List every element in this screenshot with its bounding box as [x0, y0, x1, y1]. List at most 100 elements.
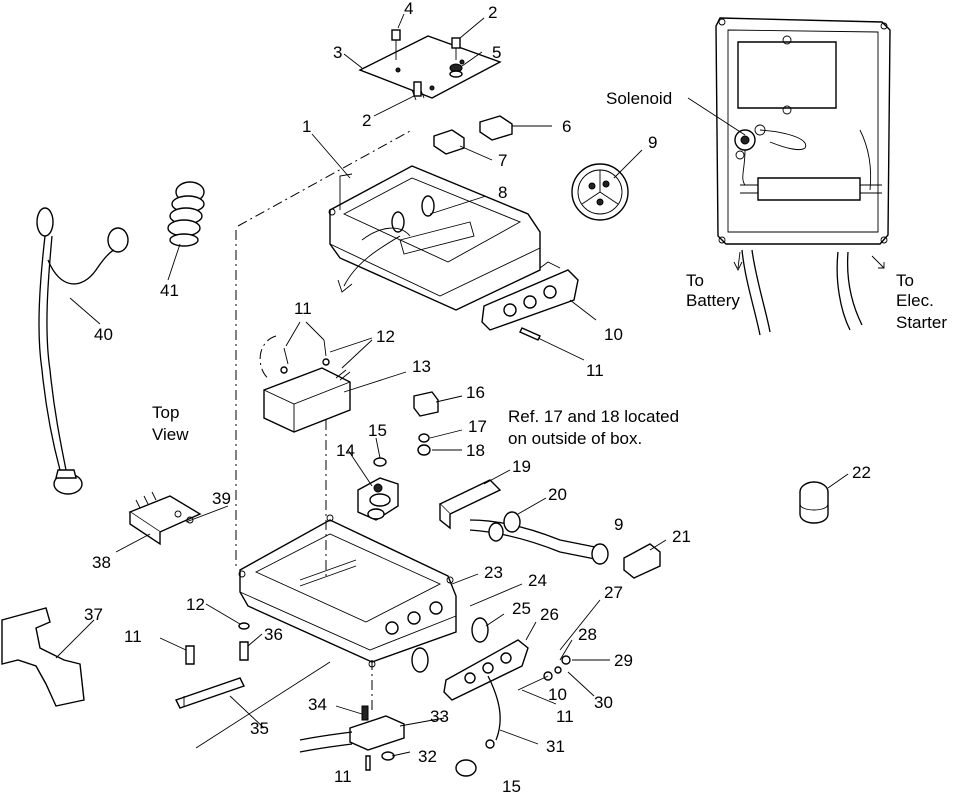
label-20: 20	[548, 485, 567, 504]
top-view-label-2: View	[152, 425, 189, 444]
nut-17-18	[417, 433, 431, 456]
label-16: 16	[466, 383, 485, 402]
label-15b: 15	[502, 777, 521, 793]
label-11a: 11	[294, 299, 312, 318]
screw-11e	[365, 755, 371, 771]
curved-arrow-icon	[343, 235, 401, 287]
cap-22	[799, 481, 829, 524]
label-28: 28	[578, 625, 597, 644]
label-15a: 15	[368, 421, 387, 440]
to-battery-label-2: Battery	[686, 291, 740, 310]
label-11e: 11	[334, 767, 352, 786]
annotations: Solenoid To Battery To Elec. Starter Top…	[152, 89, 947, 448]
to-starter-label-1: To	[896, 271, 914, 290]
label-10a: 10	[604, 325, 623, 344]
regulator-13	[263, 367, 351, 433]
label-29: 29	[614, 651, 633, 670]
bracket-14	[357, 477, 399, 521]
screw-2a	[451, 37, 461, 60]
relay-33-34	[299, 705, 405, 761]
screws-11a	[280, 339, 330, 374]
spring-5	[449, 63, 463, 78]
grommets-24-25	[411, 617, 489, 673]
label-3: 3	[333, 43, 342, 62]
label-32: 32	[418, 747, 437, 766]
component-7	[433, 129, 465, 155]
harness-19	[438, 479, 502, 530]
plug-9b-21	[591, 543, 661, 579]
screw-11b	[519, 327, 541, 341]
label-41: 41	[160, 281, 179, 300]
part-labels: 4 2 3 5 2 6 1 7 8 9 10 11 41 40 11 12 13…	[84, 0, 871, 793]
label-36: 36	[264, 625, 283, 644]
label-37: 37	[84, 605, 103, 624]
to-starter-label-2: Elec.	[896, 291, 934, 310]
label-11c: 11	[124, 627, 142, 646]
leader-lines	[55, 13, 849, 757]
label-31: 31	[546, 737, 565, 756]
box-lid-8	[328, 165, 541, 311]
label-39: 39	[212, 489, 231, 508]
label-23: 23	[484, 563, 503, 582]
screw-15a	[373, 457, 387, 467]
terminal-strip-38-39	[128, 491, 202, 546]
label-35: 35	[250, 719, 269, 738]
label-25: 25	[512, 599, 531, 618]
screw-36-washer-12	[238, 622, 250, 661]
arrow-head-icon	[337, 279, 353, 293]
label-34: 34	[308, 695, 327, 714]
hose-20	[469, 511, 601, 561]
label-14: 14	[336, 441, 355, 460]
label-5: 5	[492, 43, 501, 62]
label-24: 24	[528, 571, 547, 590]
label-40: 40	[94, 325, 113, 344]
to-battery-label-1: To	[686, 271, 704, 290]
connector-16	[413, 391, 439, 417]
solenoid-icon	[734, 124, 766, 160]
boot-41	[167, 181, 205, 247]
label-4: 4	[404, 0, 413, 18]
label-1: 1	[302, 117, 311, 136]
to-starter-label-3: Starter	[896, 313, 947, 332]
label-18: 18	[466, 441, 485, 460]
ref-note-line-1: Ref. 17 and 18 located	[508, 407, 679, 426]
label-9b: 9	[614, 515, 623, 534]
label-8: 8	[498, 183, 507, 202]
label-22: 22	[852, 463, 871, 482]
label-17: 17	[468, 417, 487, 436]
cap-15b	[455, 759, 477, 777]
component-6	[479, 115, 513, 141]
label-38: 38	[92, 553, 111, 572]
screw-4	[391, 29, 401, 60]
label-2a: 2	[488, 3, 497, 22]
ref-note-line-2: on outside of box.	[508, 429, 642, 448]
label-26: 26	[540, 605, 559, 624]
label-33: 33	[430, 707, 449, 726]
label-11d: 11	[556, 707, 574, 726]
label-30: 30	[594, 693, 613, 712]
screw-2b	[413, 81, 422, 97]
screw-11c	[185, 645, 195, 665]
bracket-37	[1, 607, 85, 707]
label-9a: 9	[648, 133, 657, 152]
clip-35	[175, 677, 245, 709]
label-13: 13	[412, 357, 431, 376]
label-12b: 12	[186, 595, 205, 614]
mount-plate-10b	[443, 639, 529, 701]
circuit-board-3	[358, 35, 502, 101]
label-19: 19	[512, 457, 531, 476]
mount-plate-10a	[481, 269, 579, 331]
label-2b: 2	[362, 111, 371, 130]
label-7: 7	[498, 151, 507, 170]
top-view-box	[687, 17, 891, 336]
wire-31	[485, 675, 501, 749]
top-view-label-1: Top	[152, 403, 179, 422]
solenoid-label: Solenoid	[606, 89, 672, 108]
label-21: 21	[672, 527, 691, 546]
box-base-23	[238, 514, 457, 668]
label-10b: 10	[548, 685, 567, 704]
battery-cable-40	[36, 207, 129, 495]
label-27: 27	[604, 583, 623, 602]
label-11b: 11	[586, 361, 604, 380]
